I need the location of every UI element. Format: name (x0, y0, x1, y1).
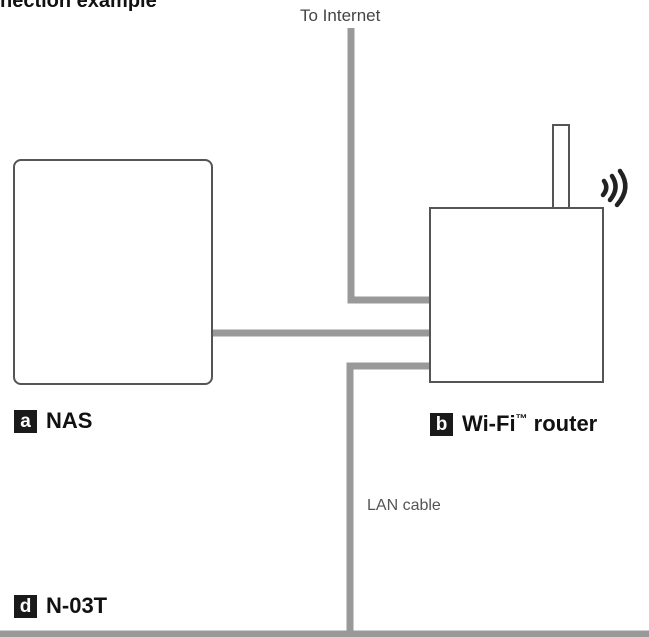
nas-badge: a (14, 409, 37, 433)
page-heading: nection example (0, 0, 157, 12)
router-name: Wi-Fi™ router (462, 411, 597, 437)
n03t-label: d N-03T (14, 593, 107, 619)
internet-cable (347, 28, 430, 304)
router-name-main: Wi-Fi (462, 411, 516, 436)
lan-cable-label: LAN cable (367, 497, 441, 514)
n03t-name: N-03T (46, 593, 108, 618)
antenna-icon (552, 124, 570, 212)
router-box (429, 207, 604, 383)
lan-cable (346, 362, 430, 637)
internet-label: To Internet (300, 6, 381, 25)
router-badge: b (430, 412, 453, 436)
nas-label: a NAS (14, 408, 92, 434)
trademark-symbol: ™ (515, 411, 528, 426)
wifi-signal-icon (600, 168, 628, 208)
router-name-suffix: router (527, 411, 598, 436)
nas-box (13, 159, 213, 385)
router-label: b Wi-Fi™ router (430, 411, 597, 437)
nas-name: NAS (46, 408, 93, 433)
n03t-badge: d (14, 594, 37, 618)
